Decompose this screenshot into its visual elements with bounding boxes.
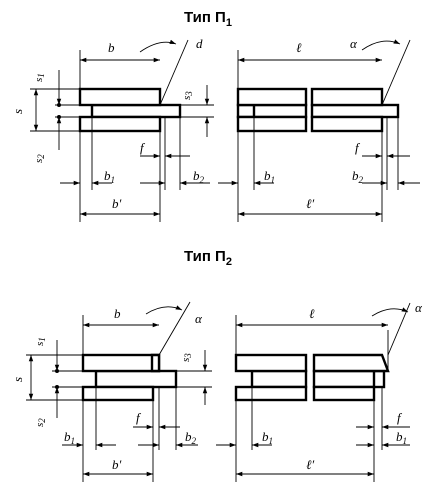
label-f: f xyxy=(397,410,403,425)
type1-left-middle-plate xyxy=(90,103,182,119)
type2-title: Тип П2 xyxy=(184,248,232,268)
type1-right-bottom-plate xyxy=(236,115,308,133)
type2-left-view: b α s s1 s2 s3 f b1 b2 b′ xyxy=(10,301,212,482)
label-s: s xyxy=(10,109,25,114)
label-d: d xyxy=(196,36,203,51)
label-b: b xyxy=(114,306,121,321)
label-s1: s1 xyxy=(34,337,47,346)
label-b1: b1 xyxy=(64,429,75,446)
label-b1: b1 xyxy=(262,429,273,446)
label-b1: b1 xyxy=(104,168,115,185)
label-s2: s2 xyxy=(34,418,47,427)
label-b-prime: b′ xyxy=(112,196,122,211)
type1-right-middle-plate xyxy=(236,103,308,119)
label-s3: s3 xyxy=(180,353,193,362)
type2-left-bottom-plate xyxy=(81,385,155,402)
label-l-prime: ℓ′ xyxy=(306,457,314,472)
label-b1: b1 xyxy=(264,168,275,185)
label-alpha: α xyxy=(195,311,203,326)
type2-right-view: ℓ α f b1 b1 ℓ′ xyxy=(216,300,423,482)
type1-left-view: b d s s1 s2 s3 f b1 b2 b′ xyxy=(10,36,214,222)
type2-left-middle-plate xyxy=(94,369,178,389)
type1-right-top-plate xyxy=(236,87,308,107)
label-f: f xyxy=(140,140,146,155)
label-s2: s2 xyxy=(33,154,46,163)
type1-title: Тип П1 xyxy=(184,9,232,29)
type1-left-bottom-plate xyxy=(78,115,162,133)
label-b1: b1 xyxy=(396,429,407,446)
label-b-prime: b′ xyxy=(112,457,122,472)
type2-right-bottom-plate xyxy=(234,385,308,402)
label-l: ℓ xyxy=(296,40,302,55)
label-s1: s1 xyxy=(33,73,46,82)
label-alpha: α xyxy=(350,36,358,51)
label-s: s xyxy=(10,377,25,382)
label-b: b xyxy=(108,40,115,55)
label-f: f xyxy=(136,410,142,425)
type1-left-top-plate xyxy=(78,87,162,107)
label-b2: b2 xyxy=(352,168,364,185)
label-l: ℓ xyxy=(309,306,315,321)
label-b2: b2 xyxy=(185,429,197,446)
label-s3: s3 xyxy=(181,91,194,100)
type2-right-top-plate xyxy=(234,353,308,373)
type1-right-view: ℓ α f b1 b2 ℓ′ xyxy=(218,36,420,222)
label-b2: b2 xyxy=(193,168,205,185)
type2-right-middle-plate xyxy=(250,369,308,389)
label-l-prime: ℓ′ xyxy=(306,196,314,211)
type2-left-top-plate xyxy=(81,353,161,373)
label-alpha: α xyxy=(415,300,423,315)
label-f: f xyxy=(355,140,361,155)
